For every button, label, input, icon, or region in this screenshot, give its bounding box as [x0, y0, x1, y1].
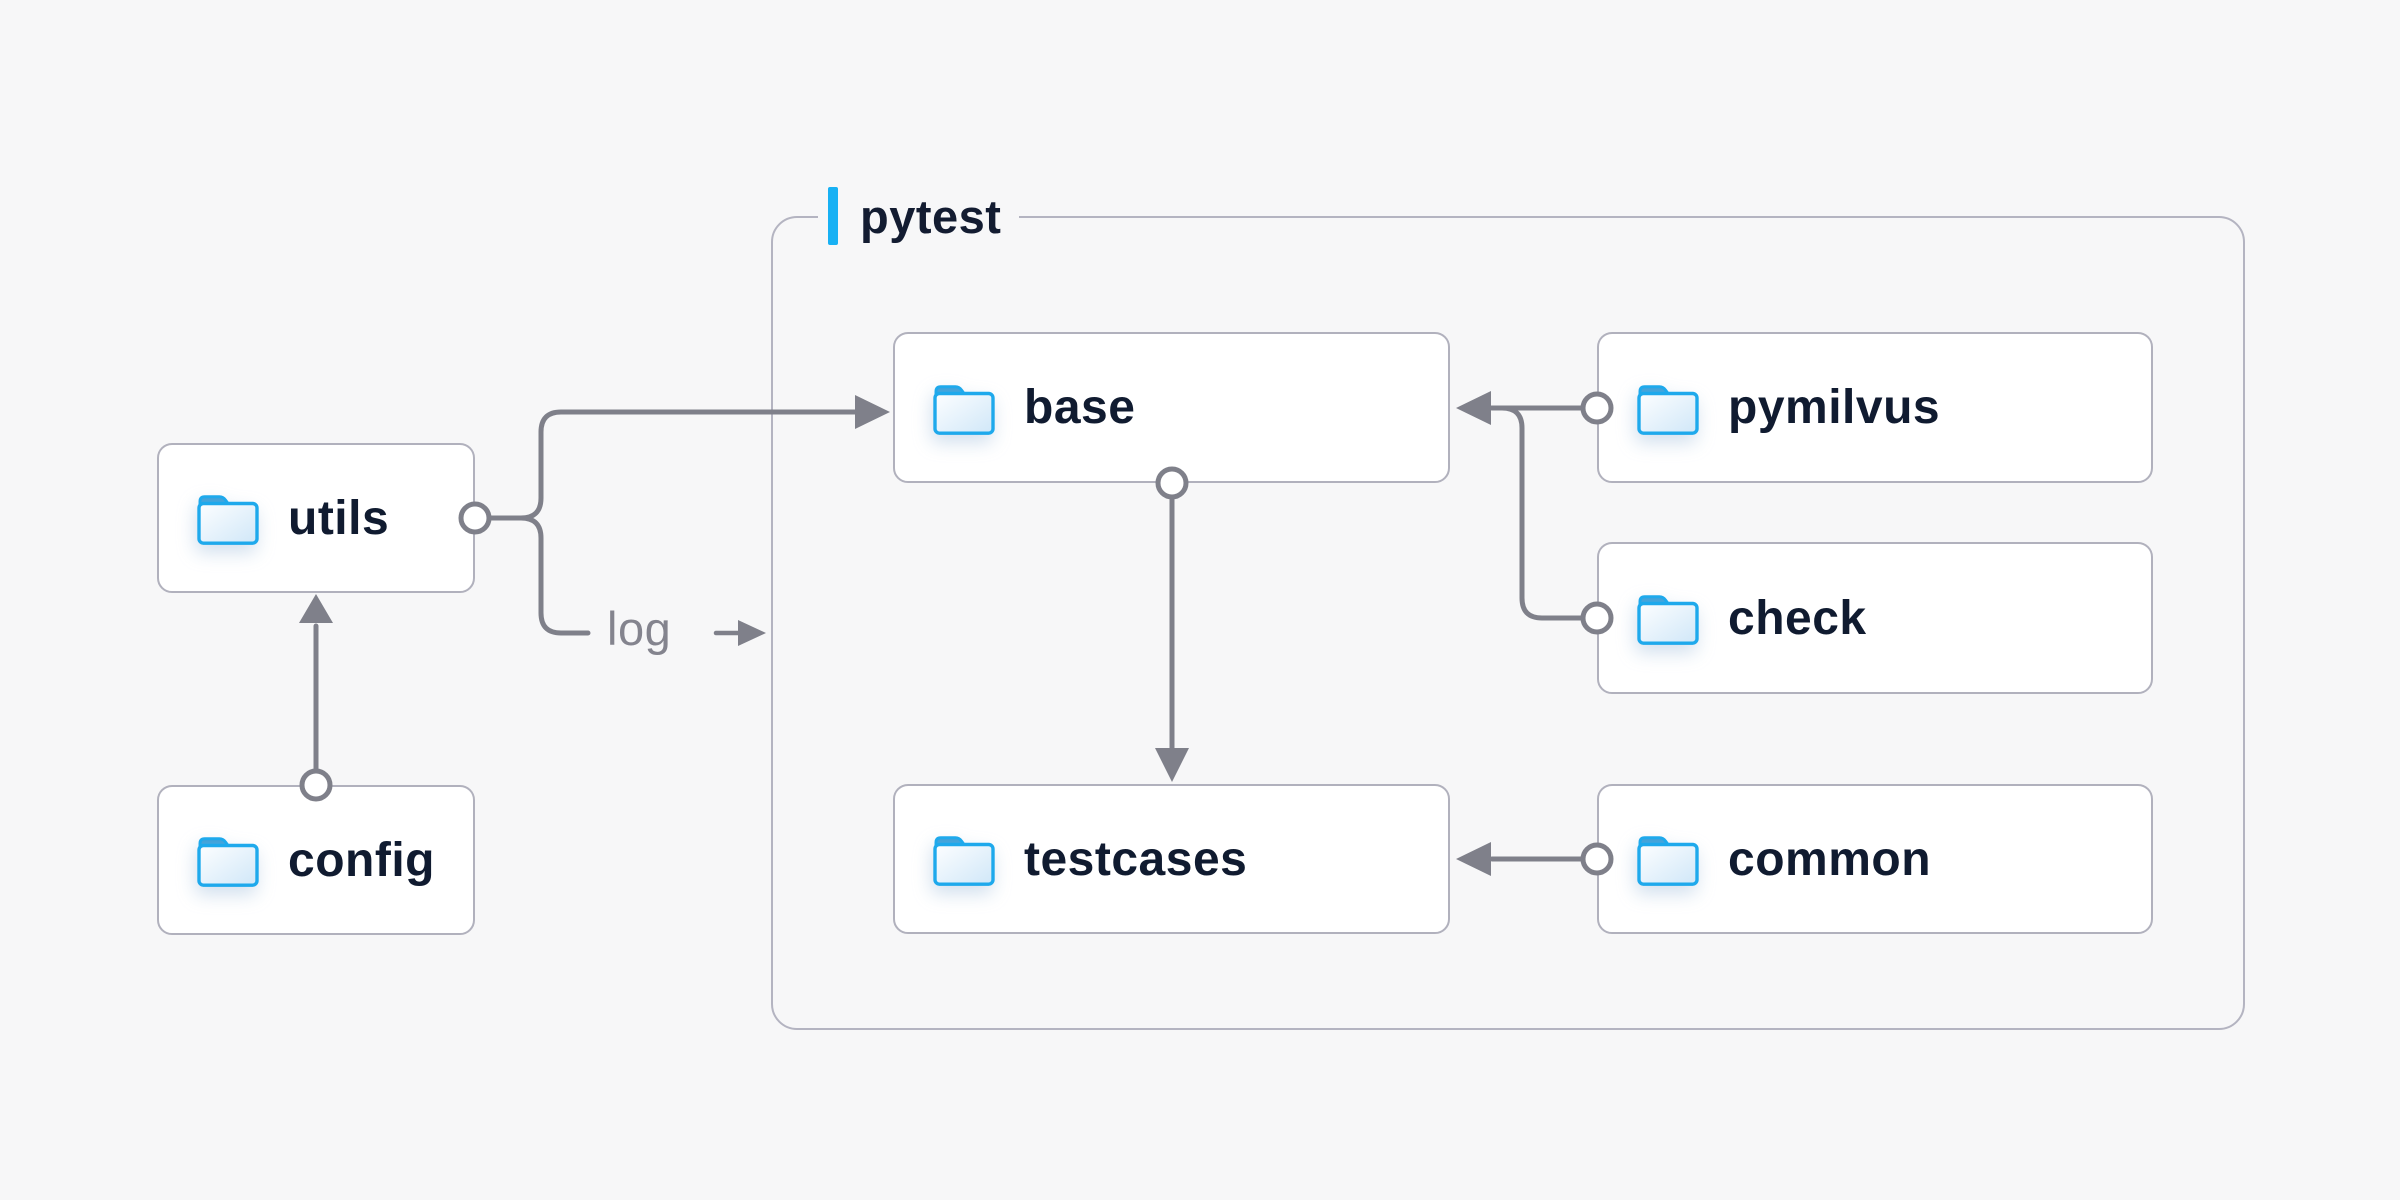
node-config-label: config: [288, 833, 435, 887]
folder-icon: [933, 836, 995, 886]
pytest-container-label: pytest: [818, 184, 1020, 248]
folder-icon: [197, 837, 259, 887]
node-utils: utils: [157, 443, 475, 593]
node-common-label: common: [1728, 832, 1932, 886]
pytest-label-text: pytest: [860, 189, 1002, 243]
node-config: config: [157, 785, 475, 935]
node-base-label: base: [1024, 381, 1136, 434]
node-check-label: check: [1728, 591, 1867, 645]
node-utils-label: utils: [288, 491, 390, 545]
node-base: base: [893, 332, 1450, 483]
pytest-container: [771, 216, 2245, 1030]
node-common: common: [1597, 784, 2153, 934]
edge-utils-log-line: [487, 515, 591, 636]
node-testcases: testcases: [893, 784, 1450, 934]
arrowhead-icon: [738, 620, 766, 646]
node-pymilvus-label: pymilvus: [1728, 381, 1941, 434]
folder-icon: [1637, 595, 1699, 645]
folder-icon: [197, 495, 259, 545]
node-testcases-label: testcases: [1024, 832, 1248, 886]
edge-config-utils: [299, 594, 333, 802]
folder-icon: [1637, 384, 1699, 435]
edge-label-log: log: [607, 602, 672, 655]
node-pymilvus: pymilvus: [1597, 332, 2153, 483]
accent-bar-icon: [828, 187, 838, 245]
folder-icon: [1637, 836, 1699, 886]
arrowhead-icon: [299, 594, 333, 623]
node-check: check: [1597, 542, 2153, 694]
folder-icon: [933, 384, 995, 435]
